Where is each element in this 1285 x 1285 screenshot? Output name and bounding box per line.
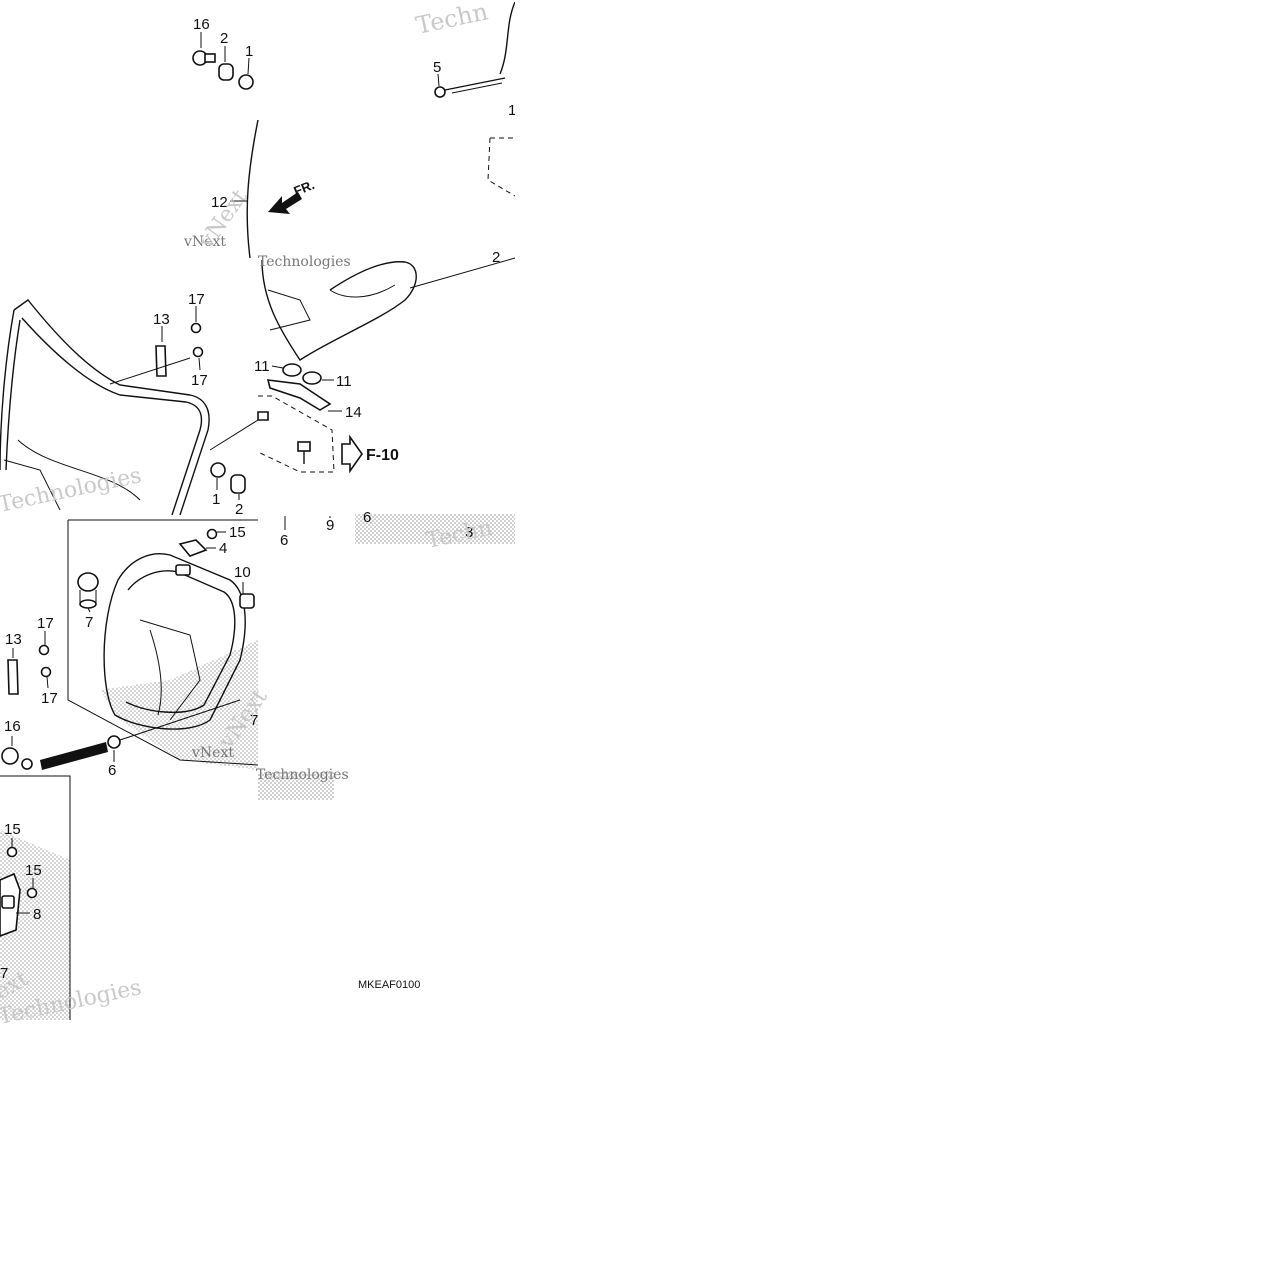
watermark-text: Technologies: [258, 254, 351, 270]
reference-label: F-10: [366, 447, 399, 464]
callout: 6: [280, 532, 288, 549]
callout: 14: [345, 404, 362, 421]
callout: 11: [254, 358, 270, 375]
callout: 2: [492, 249, 500, 266]
callout: 17: [188, 291, 205, 308]
callout: 3: [465, 524, 473, 541]
clip-4-icon: [178, 539, 208, 557]
callout: 8: [33, 906, 41, 923]
grommet-11-icon: [302, 371, 322, 385]
bracket-13-icon: [155, 345, 167, 377]
screw-17-icon: [190, 322, 202, 334]
watermark-text: Technologies: [0, 463, 144, 518]
long-bolt-5-icon: [434, 77, 506, 98]
callout: 7: [250, 712, 258, 729]
callout: 2: [235, 501, 243, 518]
halftone-shading: [0, 514, 515, 1020]
front-arrow-icon: [268, 192, 302, 214]
drawing-code: MKEAF0100: [358, 979, 420, 991]
callout: 1: [508, 102, 516, 119]
watermark-text: vNext: [191, 745, 234, 761]
callout: 6: [108, 762, 116, 779]
callout: 17: [41, 690, 58, 707]
grommet-1-icon: [210, 462, 226, 478]
collar-7-icon: [77, 572, 99, 609]
callout: 16: [193, 16, 210, 33]
callout: 13: [153, 311, 170, 328]
callout: 15: [25, 862, 42, 879]
connector-10-icon: [239, 582, 255, 609]
callout: 1: [245, 43, 253, 60]
lower-bracket-assembly: [0, 775, 71, 1020]
callout: 6: [363, 509, 371, 526]
screw-17-icon: [192, 346, 204, 358]
callout: 7: [0, 965, 8, 982]
screw-17-icon: [38, 644, 50, 656]
collar-2-icon: [230, 474, 246, 494]
bolt-16-icon: [192, 50, 216, 66]
screw-17-icon: [40, 666, 52, 678]
bracket-13-icon: [7, 659, 19, 695]
callout: 5: [433, 59, 441, 76]
callout: 17: [37, 615, 54, 632]
reference-arrow-icon: [341, 434, 363, 474]
callout: 7: [85, 614, 93, 631]
callout: 1: [212, 491, 220, 508]
collar-2-icon: [218, 63, 234, 81]
callout: 10: [234, 564, 251, 581]
front-arrow-label: FR.: [292, 177, 317, 199]
callout-labels: 16 2 1 5 1 12 2 13 17 17 11 11 14 1 2 6 …: [0, 16, 516, 982]
callout: 11: [336, 373, 352, 390]
screw-15-icon: [6, 846, 18, 858]
nut-1-icon: [238, 74, 254, 90]
callout: 12: [211, 194, 228, 211]
headlight-assembly: [1, 519, 259, 770]
grommet-11-icon: [282, 363, 302, 377]
callout: 17: [191, 372, 208, 389]
watermark-text: Technologies: [256, 767, 349, 783]
screw-15-icon: [26, 887, 38, 899]
bracket-14-icon: [266, 379, 332, 411]
callout: 15: [229, 524, 246, 541]
callout: 2: [220, 30, 228, 47]
watermark-text: Techn: [413, 0, 490, 40]
bolt-icon: [297, 441, 311, 464]
callout: 9: [326, 517, 334, 534]
callout: 4: [219, 540, 227, 557]
windscreen-assembly: [0, 257, 516, 530]
watermark-text: vNext: [183, 234, 226, 250]
callout: 13: [5, 631, 22, 648]
screw-15-icon: [206, 528, 218, 540]
upper-assembly: [192, 1, 516, 259]
callout: 15: [4, 821, 21, 838]
callout: 16: [4, 718, 21, 735]
adjuster-bolt-icon: [1, 735, 121, 770]
